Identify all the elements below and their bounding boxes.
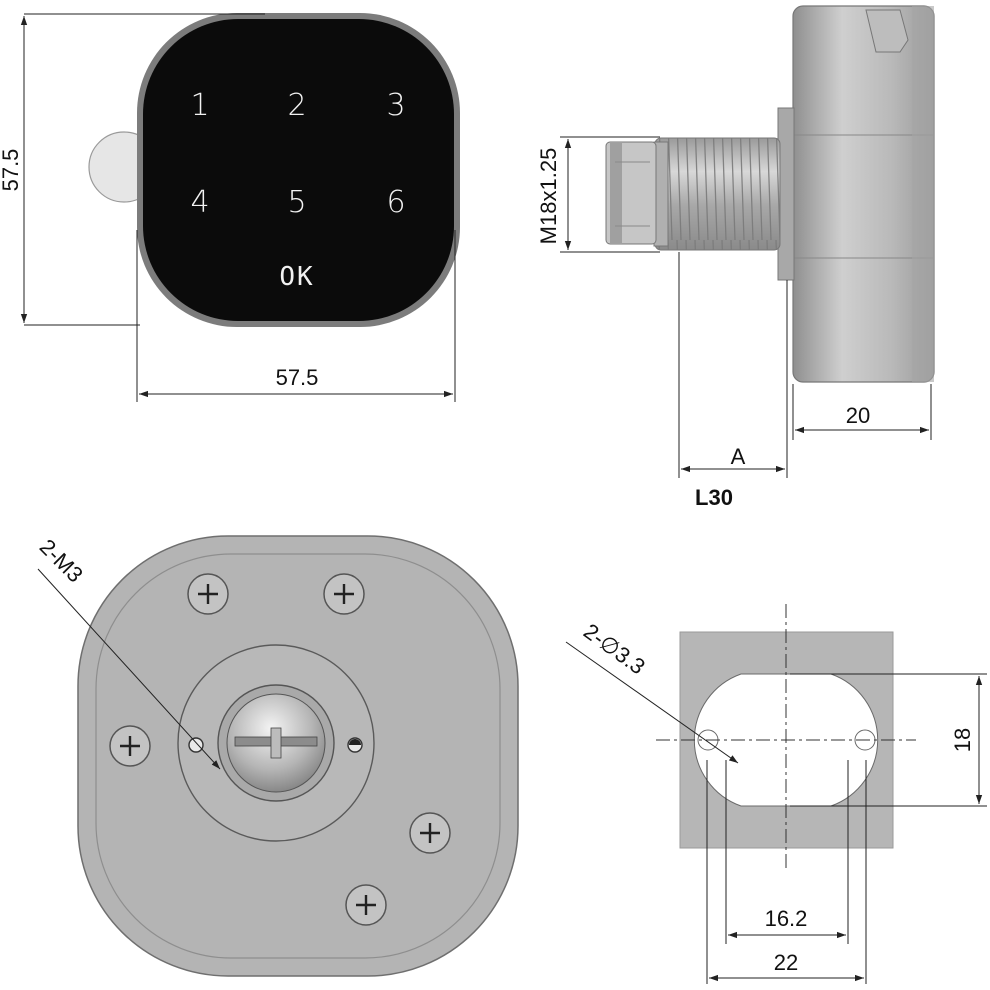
- side-latch: [865, 9, 909, 53]
- back-screw: [323, 573, 365, 615]
- side-view: M18x1.25 A L30 20: [536, 5, 935, 510]
- back-small-hole: [188, 737, 204, 753]
- back-screw-label: 2-M3: [35, 534, 88, 587]
- keypad-key-1: 1: [190, 88, 209, 123]
- keypad-face: [143, 19, 454, 321]
- keypad-key-6: 6: [386, 185, 405, 220]
- front-height-dim: 57.5: [0, 149, 23, 192]
- cutout-inner-width-dim: 16.2: [765, 906, 808, 931]
- keypad-key-2: 2: [287, 88, 306, 123]
- back-screw: [187, 573, 229, 615]
- side-length-dim: L30: [695, 485, 733, 510]
- keypad-key-ok: OK: [279, 262, 314, 292]
- front-width-dim: 57.5: [276, 365, 319, 390]
- side-depth-dim: 20: [846, 403, 870, 428]
- keypad-key-3: 3: [386, 88, 405, 123]
- cutout-view: 18 16.2 22 2-∅3.3: [565, 604, 987, 984]
- back-screw: [409, 812, 451, 854]
- back-screw: [345, 884, 387, 926]
- back-view: 2-M3: [35, 534, 519, 977]
- cutout-height-dim: 18: [950, 728, 975, 752]
- keypad-key-4: 4: [190, 185, 209, 220]
- cutout-outer-width-dim: 22: [774, 950, 798, 975]
- back-screw: [109, 725, 151, 767]
- side-thread-dim: M18x1.25: [536, 148, 561, 245]
- cutout-hole-label: 2-∅3.3: [579, 618, 650, 679]
- keypad-key-5: 5: [287, 185, 306, 220]
- side-a-dim: A: [731, 444, 746, 469]
- front-view: 1 2 3 4 5 6 OK 57.5 57.5: [0, 13, 460, 402]
